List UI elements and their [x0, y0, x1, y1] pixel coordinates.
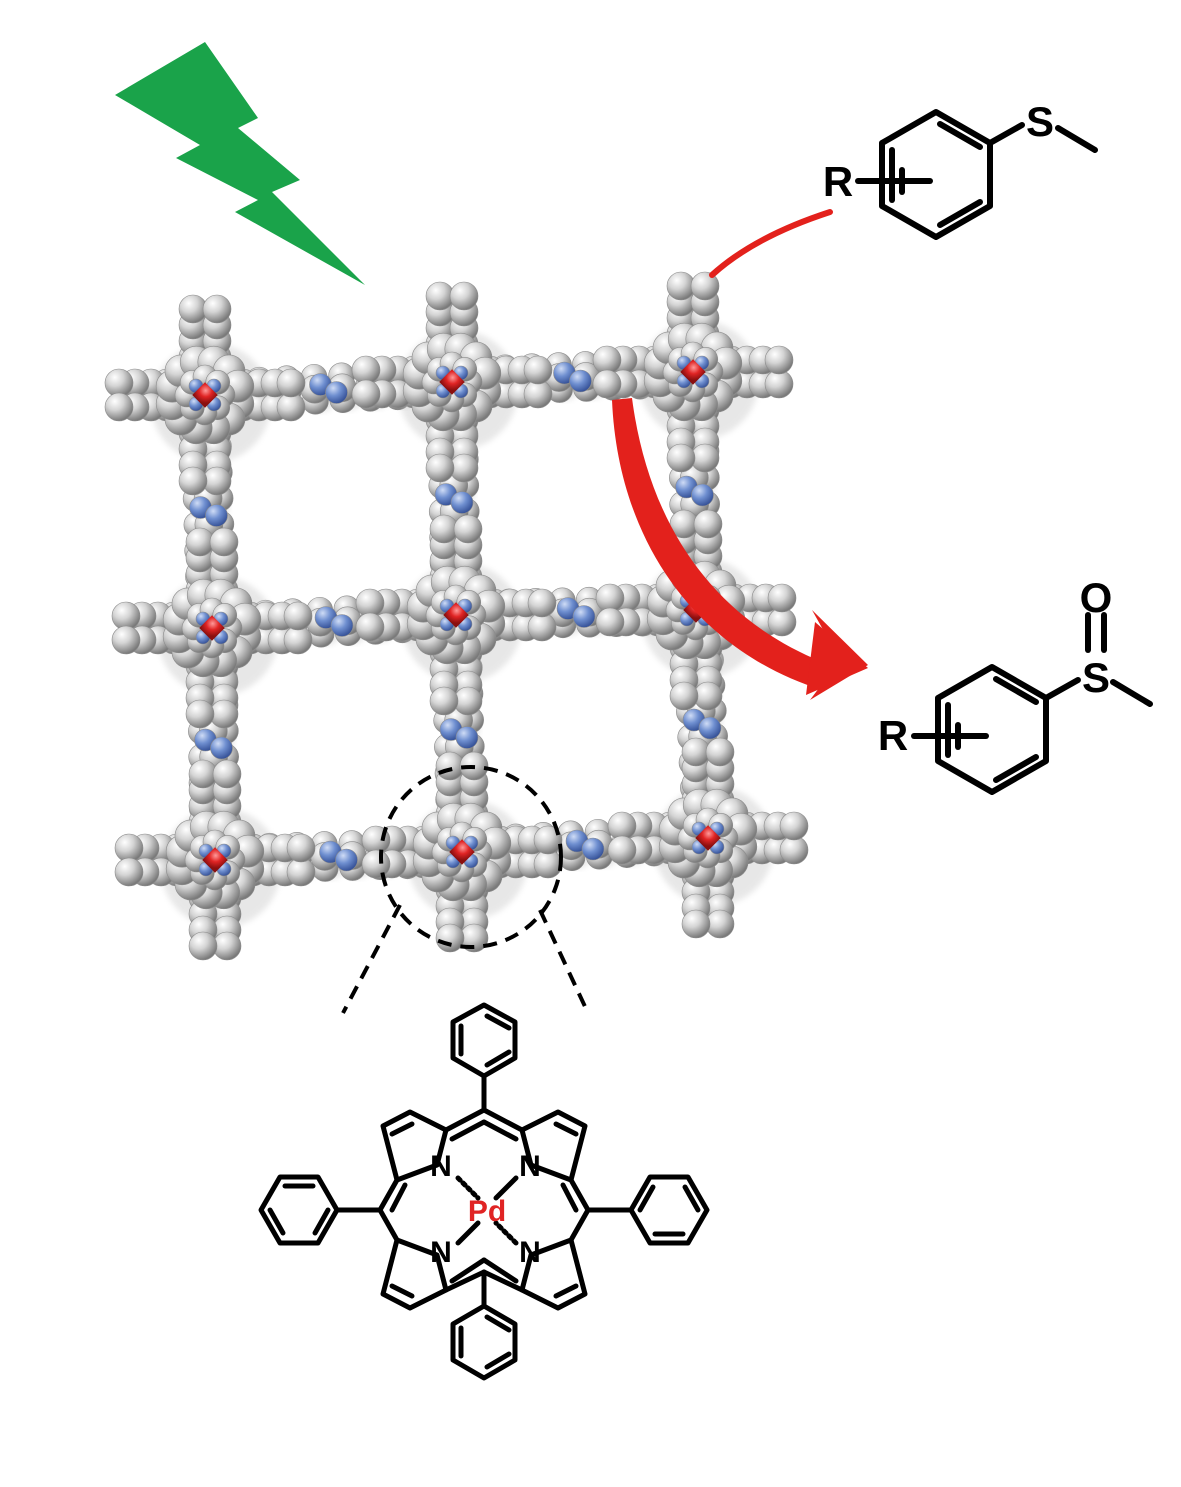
atom-sphere [355, 612, 385, 642]
atom-sphere [572, 605, 596, 628]
zoom-line-right [538, 909, 590, 1014]
product-o-label: O [1080, 574, 1113, 621]
atom-sphere [286, 833, 316, 863]
atom-sphere [351, 379, 381, 409]
atom-sphere [435, 923, 465, 953]
atom-sphere [592, 369, 622, 399]
atom-sphere [698, 716, 722, 740]
nitrogen-bottom-right: N [519, 1236, 541, 1269]
atom-sphere [425, 453, 455, 483]
atom-sphere [705, 737, 735, 767]
atom-sphere [210, 736, 233, 760]
atom-sphere [212, 759, 242, 789]
substrate-thioanisole: S R [823, 98, 1098, 240]
atom-sphere [114, 857, 144, 887]
atom-sphere [178, 466, 208, 496]
pd-center [192, 382, 218, 408]
nitrogen-bottom-left: N [430, 1236, 452, 1269]
lightning-bolt-icon [115, 42, 365, 285]
palladium-label: Pd [468, 1195, 506, 1228]
pd-center [439, 369, 465, 395]
atom-sphere [669, 681, 699, 711]
atom-sphere [188, 931, 218, 961]
atom-sphere [104, 392, 134, 422]
reaction-arrow-icon [612, 398, 868, 700]
pd-center [695, 825, 721, 851]
pd-porphyrin-structure: N N N N Pd [258, 1002, 710, 1381]
atom-sphere [523, 355, 553, 385]
atom-sphere [111, 625, 141, 655]
atom-sphere [429, 686, 459, 716]
atom-sphere [764, 345, 794, 375]
atom-sphere [335, 848, 358, 872]
atom-sphere [283, 601, 313, 631]
atom-sphere [450, 491, 474, 514]
zoom-circle [379, 765, 563, 949]
atom-sphere [453, 514, 483, 544]
atom-sphere [666, 443, 696, 473]
pd-center [443, 602, 469, 628]
atom-sphere [581, 837, 605, 861]
porphyrin-bonds [258, 1002, 710, 1381]
atom-sphere [361, 849, 391, 879]
product-r-label: R [878, 712, 908, 759]
substrate-uptake-arrow [709, 209, 833, 278]
atom-sphere [330, 614, 354, 637]
atom-sphere [202, 294, 232, 324]
atom-sphere [209, 527, 239, 557]
atom-sphere [449, 281, 479, 311]
atom-sphere [205, 504, 228, 527]
product-sulfoxide: O S R [878, 574, 1153, 795]
atom-sphere [693, 509, 723, 539]
zoom-line-left [341, 904, 402, 1014]
atom-sphere [569, 369, 592, 393]
atom-sphere [681, 909, 711, 939]
atom-sphere [533, 825, 563, 855]
substrate-r-label: R [823, 158, 853, 205]
atom-sphere [595, 607, 625, 637]
cof-framework [104, 271, 809, 961]
nitrogen-top-left: N [430, 1150, 452, 1183]
atom-sphere [607, 835, 637, 865]
atom-sphere [779, 811, 809, 841]
atom-sphere [690, 271, 720, 301]
atom-sphere [455, 726, 479, 749]
nitrogen-top-right: N [519, 1150, 541, 1183]
atom-sphere [527, 588, 557, 618]
pd-center [680, 359, 706, 385]
atom-sphere [185, 699, 215, 729]
pd-center [449, 839, 475, 865]
atom-sphere [276, 368, 306, 398]
atom-sphere [691, 483, 714, 507]
product-s-label: S [1082, 654, 1110, 701]
substrate-s-label: S [1026, 98, 1054, 145]
pd-center [202, 847, 228, 873]
atom-sphere [767, 583, 797, 613]
pd-center [199, 615, 225, 641]
atom-sphere [325, 381, 348, 404]
